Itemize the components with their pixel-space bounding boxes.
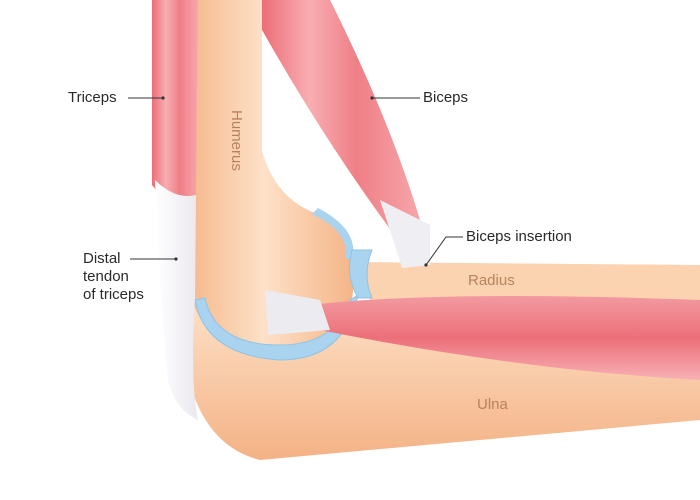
common-tendon <box>265 290 330 335</box>
biceps-tendon <box>380 200 430 268</box>
biceps-muscle <box>262 0 420 245</box>
label-distal-tendon-of-triceps: Distal tendon of triceps <box>83 250 144 303</box>
label-triceps: Triceps <box>68 89 117 106</box>
triceps-muscle <box>152 0 198 203</box>
label-biceps-insertion: Biceps insertion <box>466 228 572 245</box>
triceps-tendon <box>155 180 198 420</box>
label-radius: Radius <box>468 272 515 289</box>
label-ulna: Ulna <box>477 396 508 413</box>
label-biceps: Biceps <box>423 89 469 106</box>
radial-head-cartilage <box>349 249 373 299</box>
label-humerus: Humerus <box>228 110 245 171</box>
humerus-bone <box>190 0 354 356</box>
forearm-muscle <box>310 296 700 380</box>
